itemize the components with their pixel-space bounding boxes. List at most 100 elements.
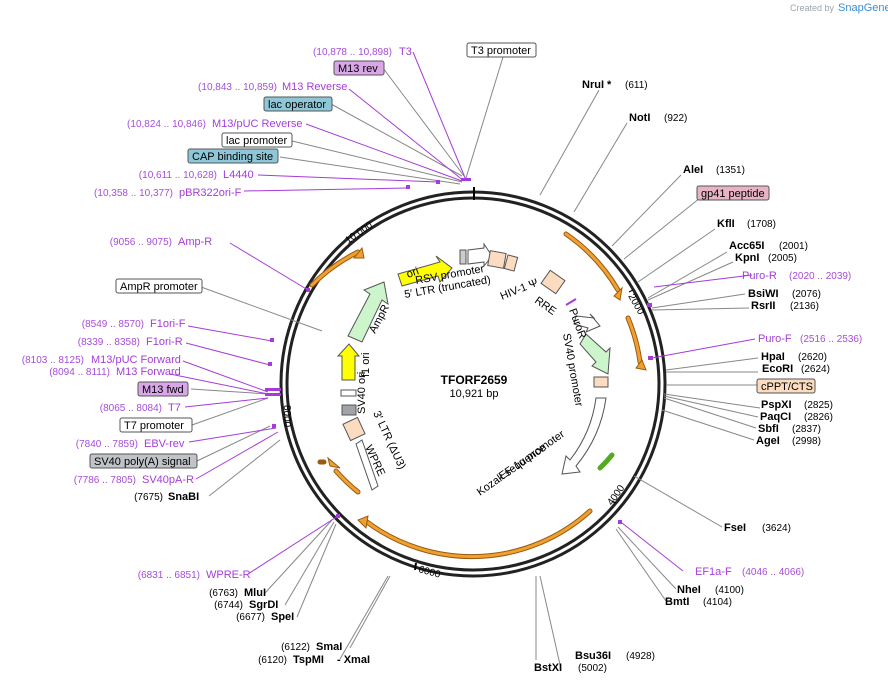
enzyme-kpni-coords: (2005) <box>768 253 797 264</box>
enzyme-alei: AleI <box>683 164 703 176</box>
primer-m13puc-rev-coords: (10,824 .. 10,846) <box>127 119 206 130</box>
enzyme-snabi-coords: (7675) <box>134 492 163 503</box>
feature-sv40-polya: SV40 poly(A) signal <box>89 453 198 469</box>
primer-ampr-coords: (9056 .. 9075) <box>110 237 172 248</box>
enzyme-bsu36i-coords: (4928) <box>626 651 655 662</box>
feature-t3-promoter: T3 promoter <box>466 42 537 58</box>
enzyme-tspmi: TspMI <box>293 654 324 666</box>
primer-ef1a-f: EF1a-F <box>695 566 732 578</box>
inner-features <box>336 242 611 491</box>
enzyme-spei-coords: (6677) <box>236 612 265 623</box>
primer-ebv-rev: EBV-rev <box>144 438 185 450</box>
primer-m13puc-fwd-coords: (8103 .. 8125) <box>22 355 84 366</box>
svg-text:M13 rev: M13 rev <box>338 63 378 75</box>
svg-text:lac operator: lac operator <box>268 99 326 111</box>
enzyme-noti: NotI <box>629 112 650 124</box>
sv40polya-box <box>341 404 357 416</box>
label-kozak: Kozak sequence <box>475 442 549 498</box>
enzyme-rsrii-coords: (2136) <box>790 301 819 312</box>
svg-text:AmpR promoter: AmpR promoter <box>120 281 198 293</box>
enzyme-pspxi-coords: (2825) <box>804 400 833 411</box>
enzyme-kfli: KflI <box>717 218 735 230</box>
svg-text:SV40 poly(A) signal: SV40 poly(A) signal <box>94 456 191 468</box>
primer-m13-reverse: M13 Reverse <box>282 81 347 93</box>
svg-text:cPPT/CTS: cPPT/CTS <box>761 381 813 393</box>
enzyme-paqci: PaqCI <box>760 411 791 423</box>
primer-ebvrev-coords: (7840 .. 7859) <box>76 439 138 450</box>
label-rre: RRE <box>532 295 558 318</box>
svg-text:10,000: 10,000 <box>343 220 375 247</box>
enzyme-ecori-coords: (2624) <box>801 364 830 375</box>
enzyme-bstxi-coords: (5002) <box>578 663 607 674</box>
enzyme-acc65i: Acc65I <box>729 240 764 252</box>
svg-text:gp41 peptide: gp41 peptide <box>701 188 765 200</box>
svg-text:8000: 8000 <box>281 405 292 428</box>
primer-t7-coords: (8065 .. 8084) <box>100 403 162 414</box>
primer-wpre-r: WPRE-R <box>206 569 251 581</box>
feature-lac-operator: lac operator <box>263 96 333 112</box>
enzyme-pspxi: PspXI <box>761 399 792 411</box>
primer-marks <box>265 178 653 524</box>
feature-gp41-peptide: gp41 peptide <box>696 185 770 201</box>
enzyme-kfli-coords: (1708) <box>747 219 776 230</box>
feature-leaders <box>190 56 761 670</box>
enzyme-smai: SmaI <box>316 641 342 653</box>
enzyme-bsiwi-coords: (2076) <box>792 289 821 300</box>
enzyme-sbfi: SbfI <box>758 423 779 435</box>
svg-text:CAP binding site: CAP binding site <box>192 151 273 163</box>
feature-t7-promoter: T7 promoter <box>119 417 193 433</box>
enzyme-acc65i-coords: (2001) <box>779 241 808 252</box>
enzyme-nrui: NruI * <box>582 79 612 91</box>
tick-8000: 8000 <box>281 405 292 428</box>
enzyme-sgrdi-coords: (6744) <box>214 600 243 611</box>
f1ori-arrow <box>336 343 361 381</box>
primer-t3: T3 <box>399 46 412 58</box>
tick-10000: 10,000 <box>343 220 375 247</box>
primer-sv40par-coords: (7786 .. 7805) <box>74 475 136 486</box>
primer-puro-r-coords: (2020 .. 2039) <box>789 271 851 282</box>
enzyme-nrui-coords: (611) <box>625 80 648 91</box>
feature-cppt-cts: cPPT/CTS <box>756 378 816 394</box>
enzyme-kpni: KpnI <box>735 252 759 264</box>
enzyme-sbfi-coords: (2837) <box>792 424 821 435</box>
enzyme-spei: SpeI <box>271 611 294 623</box>
enzyme-agei: AgeI <box>756 435 780 447</box>
primer-f1ori-r: F1ori-R <box>146 336 183 348</box>
enzyme-bsu36i: Bsu36I <box>575 650 611 662</box>
primer-pbr322-coords: (10,358 .. 10,377) <box>94 188 173 199</box>
primer-puro-f-coords: (2516 .. 2536) <box>800 334 862 345</box>
enzyme-paqci-coords: (2826) <box>804 412 833 423</box>
label-hiv1-psi: HIV-1 Ψ <box>499 277 540 303</box>
enzyme-nhei: NheI <box>677 584 701 596</box>
primer-m13fwd-coords: (8094 .. 8111) <box>49 367 110 378</box>
label-ori: ori <box>405 265 421 280</box>
wpre-box <box>342 416 366 442</box>
primer-puro-r: Puro-R <box>742 270 777 282</box>
primer-f1orir-coords: (8339 .. 8358) <box>78 337 140 348</box>
enzyme-ecori: EcoRI <box>762 363 793 375</box>
feature-cap-binding-site: CAP binding site <box>187 148 279 164</box>
plasmid-name: TFORF2659 <box>441 373 508 387</box>
enzyme-bsiwi: BsiWI <box>748 288 779 300</box>
feature-m13-fwd: M13 fwd <box>137 381 189 397</box>
enzyme-rsrii: RsrII <box>751 300 775 312</box>
label-f1ori-a: f1 ori <box>360 353 372 377</box>
primer-f1ori-f: F1ori-F <box>150 318 186 330</box>
svg-text:lac promoter: lac promoter <box>226 135 287 147</box>
primer-m13puc-reverse: M13/pUC Reverse <box>212 118 302 130</box>
enzyme-sgrdi: SgrDI <box>249 599 278 611</box>
enzyme-snabi: SnaBI <box>168 491 199 503</box>
svg-text:T7 promoter: T7 promoter <box>124 420 184 432</box>
enzyme-fsei: FseI <box>724 522 746 534</box>
enzyme-mlui: MluI <box>244 587 266 599</box>
enzyme-fsei-coords: (3624) <box>762 523 791 534</box>
enzyme-hpai-coords: (2620) <box>798 352 827 363</box>
credit-prefix: Created by <box>790 3 835 13</box>
primer-amp-r: Amp-R <box>178 236 212 248</box>
enzyme-nhei-coords: (4100) <box>715 585 744 596</box>
primer-m13rev-coords: (10,843 .. 10,859) <box>198 82 277 93</box>
primer-f1orif-coords: (8549 .. 8570) <box>82 319 144 330</box>
label-sv40ori: SV40 ori <box>356 372 368 414</box>
primer-ef1a-f-coords: (4046 .. 4066) <box>742 567 804 578</box>
